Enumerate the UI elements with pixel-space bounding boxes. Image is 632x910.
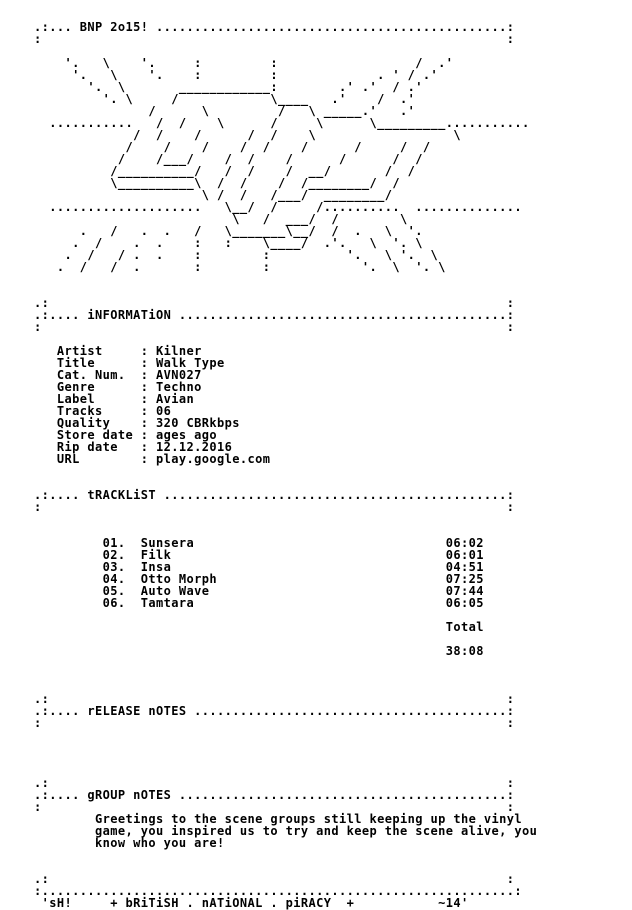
nfo-line: '. \ ____________: .' .' / .' — [34, 80, 423, 94]
nfo-line: 'sH! + bRiTiSH . nATiONAL . piRACY + ~14… — [34, 896, 469, 910]
nfo-line: 05. Auto Wave 07:44 — [34, 584, 484, 598]
nfo-line: \__________\ / / / /________/ / — [34, 176, 400, 190]
nfo-line: : : — [34, 32, 515, 46]
nfo-line: '. \ '. : : . ' / .' — [34, 68, 439, 82]
nfo-line: /__________/ / / / __/ / / — [34, 164, 416, 178]
nfo-line: Title : Walk Type — [34, 356, 225, 370]
nfo-line: .:... BNP 2o15! ........................… — [34, 20, 515, 34]
nfo-line: Cat. Num. : AVN027 — [34, 368, 202, 382]
nfo-line: 38:08 — [34, 644, 484, 658]
nfo-line: Tracks : 06 — [34, 404, 172, 418]
nfo-line: '. \ / \____ .' / .' — [34, 92, 416, 106]
nfo-line: game, you inspired us to try and keep th… — [34, 824, 538, 838]
nfo-line: URL : play.google.com — [34, 452, 271, 466]
nfo-line: Genre : Techno — [34, 380, 202, 394]
nfo-line: .:.... iNFORMATiON .....................… — [34, 308, 515, 322]
nfo-line: Artist : Kilner — [34, 344, 202, 358]
nfo-line: Rip date : 12.12.2016 — [34, 440, 233, 454]
nfo-line: ........... / / \ / \ \_________........… — [34, 116, 530, 130]
nfo-line: : : — [34, 716, 515, 730]
nfo-line: . / / . . : : '. \ '. \ — [34, 248, 439, 262]
nfo-line: .:.... tRACKLiST .......................… — [34, 488, 515, 502]
nfo-line: / / / / / \ \ — [34, 128, 461, 142]
nfo-line: . / . . : : \____/ .'. \ '. \ — [34, 236, 423, 250]
nfo-line: 03. Insa 04:51 — [34, 560, 484, 574]
nfo-line: .:.... gROUP nOTES .....................… — [34, 788, 515, 802]
nfo-line: know who you are! — [34, 836, 225, 850]
nfo-line: \ / ___/ / \ — [34, 212, 408, 226]
nfo-document: .:... BNP 2o15! ........................… — [34, 21, 537, 909]
nfo-line: / \ / \ _____.' .' — [34, 104, 416, 118]
nfo-line: : : — [34, 500, 515, 514]
nfo-line: \ / / /___/ ________/ — [34, 188, 393, 202]
nfo-line: 06. Tamtara 06:05 — [34, 596, 484, 610]
nfo-line: Total — [34, 620, 484, 634]
nfo-line: .: : — [34, 296, 515, 310]
nfo-line: Store date : ages ago — [34, 428, 217, 442]
nfo-line: : : — [34, 320, 515, 334]
nfo-line: Greetings to the scene groups still keep… — [34, 812, 522, 826]
nfo-line: 01. Sunsera 06:02 — [34, 536, 484, 550]
nfo-line: . / / . : : '. \ '. \ — [34, 260, 446, 274]
nfo-line: . / . . / \_______\__/ / . \ '. — [34, 224, 423, 238]
nfo-line: .................... \__/ / /.......... … — [34, 200, 522, 214]
nfo-line: 04. Otto Morph 07:25 — [34, 572, 484, 586]
nfo-line: .: : — [34, 776, 515, 790]
nfo-line: '. \ '. : : / .' — [34, 56, 454, 70]
nfo-line: .:.... rELEASE nOTES ...................… — [34, 704, 515, 718]
nfo-line: : : — [34, 800, 515, 814]
nfo-line: 02. Filk 06:01 — [34, 548, 484, 562]
nfo-line: / / / / / / / / / — [34, 140, 431, 154]
nfo-line: / /___/ / / / / / / — [34, 152, 423, 166]
nfo-line: .: : — [34, 692, 515, 706]
nfo-line: Quality : 320 CBRkbps — [34, 416, 240, 430]
nfo-line: Label : Avian — [34, 392, 195, 406]
